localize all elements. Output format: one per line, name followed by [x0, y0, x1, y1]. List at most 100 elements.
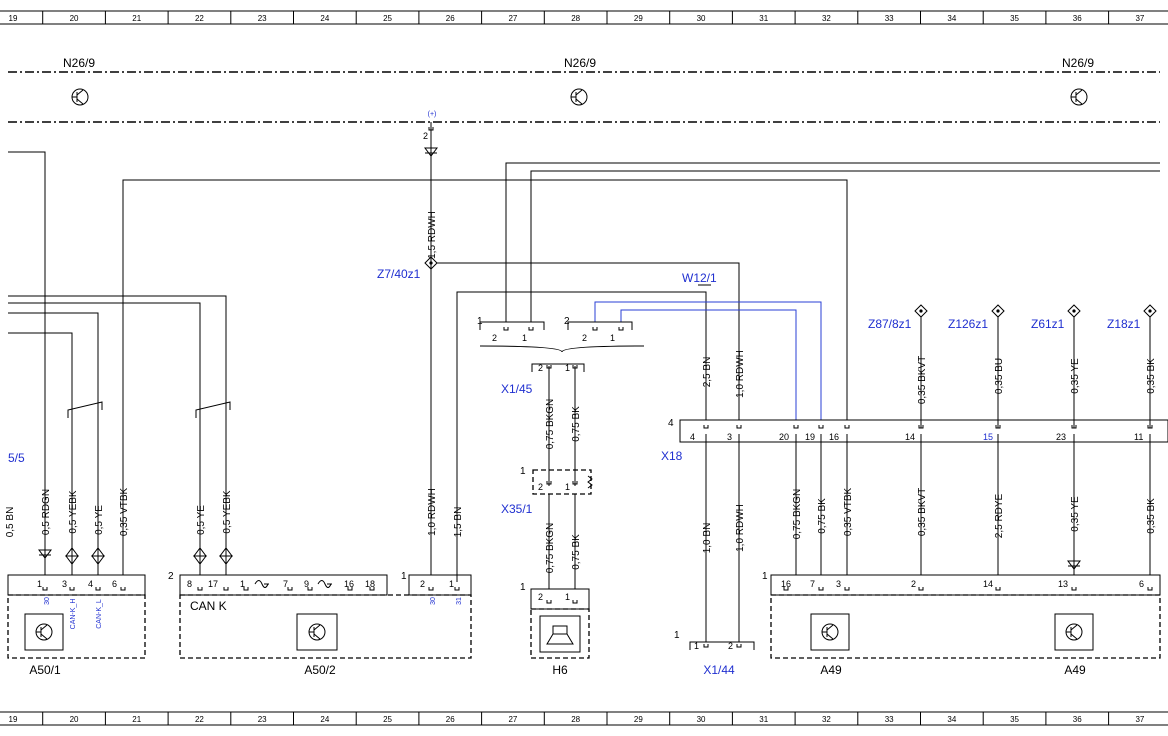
- component-label-n26-9-c: N26/9: [1062, 56, 1094, 70]
- pin: 23: [1056, 432, 1066, 442]
- pin: 2: [911, 579, 916, 589]
- ruler-column-number: 29: [634, 14, 643, 23]
- ruler-column-number: 24: [320, 14, 329, 23]
- wire-label-rdwh10: 1,0 RDWH: [427, 488, 438, 536]
- module-frame: [24, 613, 64, 651]
- pin: 7: [810, 579, 815, 589]
- pin-label-30: 30: [44, 597, 51, 605]
- pin: 14: [983, 579, 993, 589]
- plus-mark: (+): [428, 111, 437, 118]
- pin-terminal-icon: [546, 600, 552, 604]
- component-a50-2: [179, 594, 472, 659]
- wire-label-yebk: 0,5 YEBK: [68, 490, 79, 534]
- wire-label-rdwh10: 1,0 RDWH: [735, 350, 746, 398]
- ruler-column-number: 37: [1135, 14, 1144, 23]
- ruler-column-number: 32: [822, 14, 831, 23]
- pin: 1: [401, 571, 407, 582]
- pin: 6: [112, 579, 117, 589]
- component-label-a50-2: A50/2: [304, 663, 336, 677]
- connector-bracket: [531, 363, 585, 372]
- ruler-column-number: 26: [446, 14, 455, 23]
- pin-terminal-icon: [844, 587, 850, 591]
- pin-terminal-icon: [243, 587, 249, 591]
- wire-bn: [456, 291, 707, 582]
- pin: 1: [610, 333, 615, 343]
- ruler-column-number: 35: [1010, 14, 1019, 23]
- wire-label-rdwh10: 1,0 RDWH: [735, 504, 746, 552]
- connector-label-z87: Z87/8z1: [868, 317, 912, 331]
- pin: 1: [477, 316, 483, 327]
- wire-label-bn25: 2,5 BN: [702, 357, 713, 388]
- switch-icon: [195, 401, 231, 418]
- connector-a50-1: [7, 574, 146, 596]
- pin: 4: [690, 432, 695, 442]
- module-frame: [539, 615, 581, 653]
- ruler-column-number: 27: [508, 715, 517, 724]
- connector-label-x18: X18: [661, 449, 683, 463]
- connector-label-x1-45: X1/45: [501, 382, 533, 396]
- wavy-link-icon: [254, 580, 269, 588]
- connector-bracket: [479, 321, 633, 330]
- ruler-column-number: 22: [195, 715, 204, 724]
- pin-terminal-icon: [307, 587, 313, 591]
- component-a49: [770, 594, 1161, 659]
- pin-terminal-icon: [783, 587, 789, 591]
- splice-z61: Z61z1 0,35 YE: [1031, 304, 1081, 428]
- pin: 3: [727, 432, 732, 442]
- wire-label-bu: 0,35 BU: [994, 358, 1005, 394]
- transistor-icon: [1065, 623, 1083, 641]
- connector-a50-2: [179, 574, 388, 596]
- pin: 6: [1139, 579, 1144, 589]
- pin-terminal-icon: [793, 425, 799, 429]
- wire-rdgn: [8, 151, 46, 582]
- ruler-column-number: 23: [258, 715, 267, 724]
- wire-label-bn10: 1,0 BN: [702, 523, 713, 554]
- pin-terminal-icon: [69, 587, 75, 591]
- pin-terminal-icon: [736, 425, 742, 429]
- pin: 16: [829, 432, 839, 442]
- connector-x18: [679, 419, 1168, 443]
- wire-label-vtbk: 0,35 VTBK: [119, 487, 130, 536]
- ruler-column-number: 33: [885, 715, 894, 724]
- transistor-icon: [35, 623, 53, 641]
- wire-label-bk: 0,75 BK: [817, 498, 828, 534]
- connector-bracket: [689, 641, 755, 650]
- pin: 18: [365, 579, 375, 589]
- pin: 2: [538, 363, 543, 373]
- wire-label-bkgn: 0,75 BKGN: [545, 399, 556, 450]
- pin-terminal-icon: [369, 587, 375, 591]
- ruler-column-number: 25: [383, 14, 392, 23]
- splice-z126: Z126z1 0,35 BU: [948, 304, 1005, 428]
- module-frame: [810, 613, 850, 651]
- pin-terminal-icon: [454, 587, 460, 591]
- pin-terminal-icon: [503, 327, 509, 331]
- wire-yebk: [8, 332, 73, 582]
- pin-terminal-icon: [736, 644, 742, 648]
- transistor-icon: [71, 88, 89, 106]
- transistor-icon: [1070, 88, 1088, 106]
- pin-terminal-icon: [1071, 587, 1077, 591]
- pin: 3: [62, 579, 67, 589]
- wire-label-rdwh15: 1,5 RDWH: [427, 211, 438, 259]
- component-label-n26-9-b: N26/9: [564, 56, 596, 70]
- pin: 4: [668, 418, 674, 429]
- connector-double-arrow-icon: [219, 547, 233, 565]
- ruler-column-number: 27: [508, 14, 517, 23]
- connector-brace: [479, 345, 645, 353]
- connector-label-w12: W12/1: [682, 271, 717, 285]
- wire-label-ye: 0,35 YE: [1070, 496, 1081, 532]
- wire-bk-blue: [620, 309, 797, 428]
- pin: 1: [449, 579, 454, 589]
- ruler-column-number: 23: [258, 14, 267, 23]
- wire-ye: [8, 312, 99, 582]
- pin: 2: [728, 641, 733, 651]
- pin-terminal-icon: [592, 327, 598, 331]
- pin: 2: [420, 579, 425, 589]
- pin-terminal-icon: [428, 127, 434, 131]
- component-label-a50-1: A50/1: [29, 663, 61, 677]
- wire-vtbk: [122, 179, 848, 582]
- connector-label-z18: Z18z1: [1107, 317, 1141, 331]
